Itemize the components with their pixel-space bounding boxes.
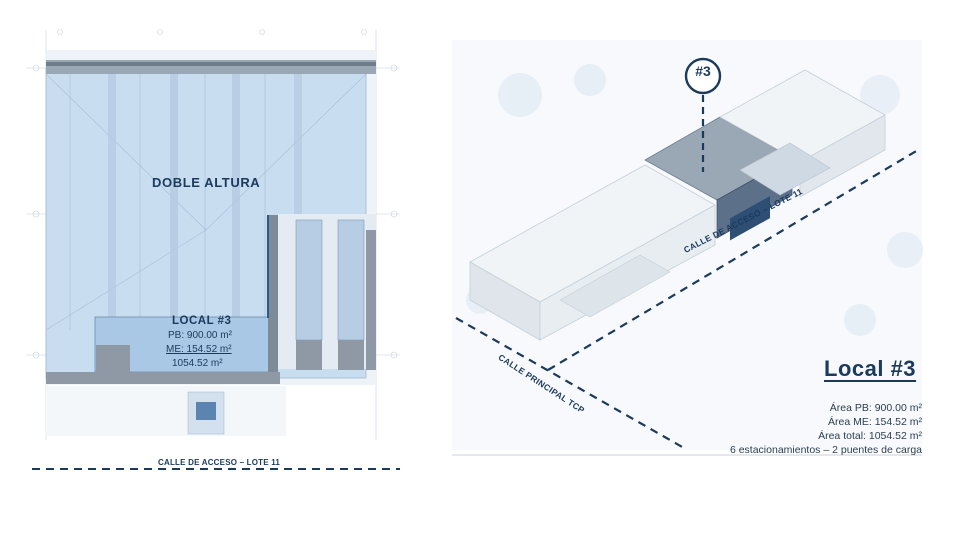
info-area-pb: Área PB: 900.00 m² <box>829 402 922 414</box>
local-label: LOCAL #3 <box>172 315 232 327</box>
plan-area-me: ME: 154.52 m² <box>166 344 232 355</box>
info-title: Local #3 <box>824 356 917 381</box>
info-features: 6 estacionamientos – 2 puentes de carga <box>729 444 922 456</box>
isometric-view <box>452 40 923 456</box>
info-area-me: Área ME: 154.52 m² <box>828 416 922 428</box>
plan-street-label: CALLE DE ACCESO – LOTE 11 <box>158 458 281 467</box>
zone-label-double-height: DOBLE ALTURA <box>152 175 261 190</box>
plan-area-pb: PB: 900.00 m² <box>168 330 232 341</box>
floor-plan <box>26 29 400 470</box>
plan-area-total: 1054.52 m² <box>172 358 223 369</box>
info-area-total: Área total: 1054.52 m² <box>818 430 922 442</box>
local-badge: #3 <box>695 63 711 79</box>
